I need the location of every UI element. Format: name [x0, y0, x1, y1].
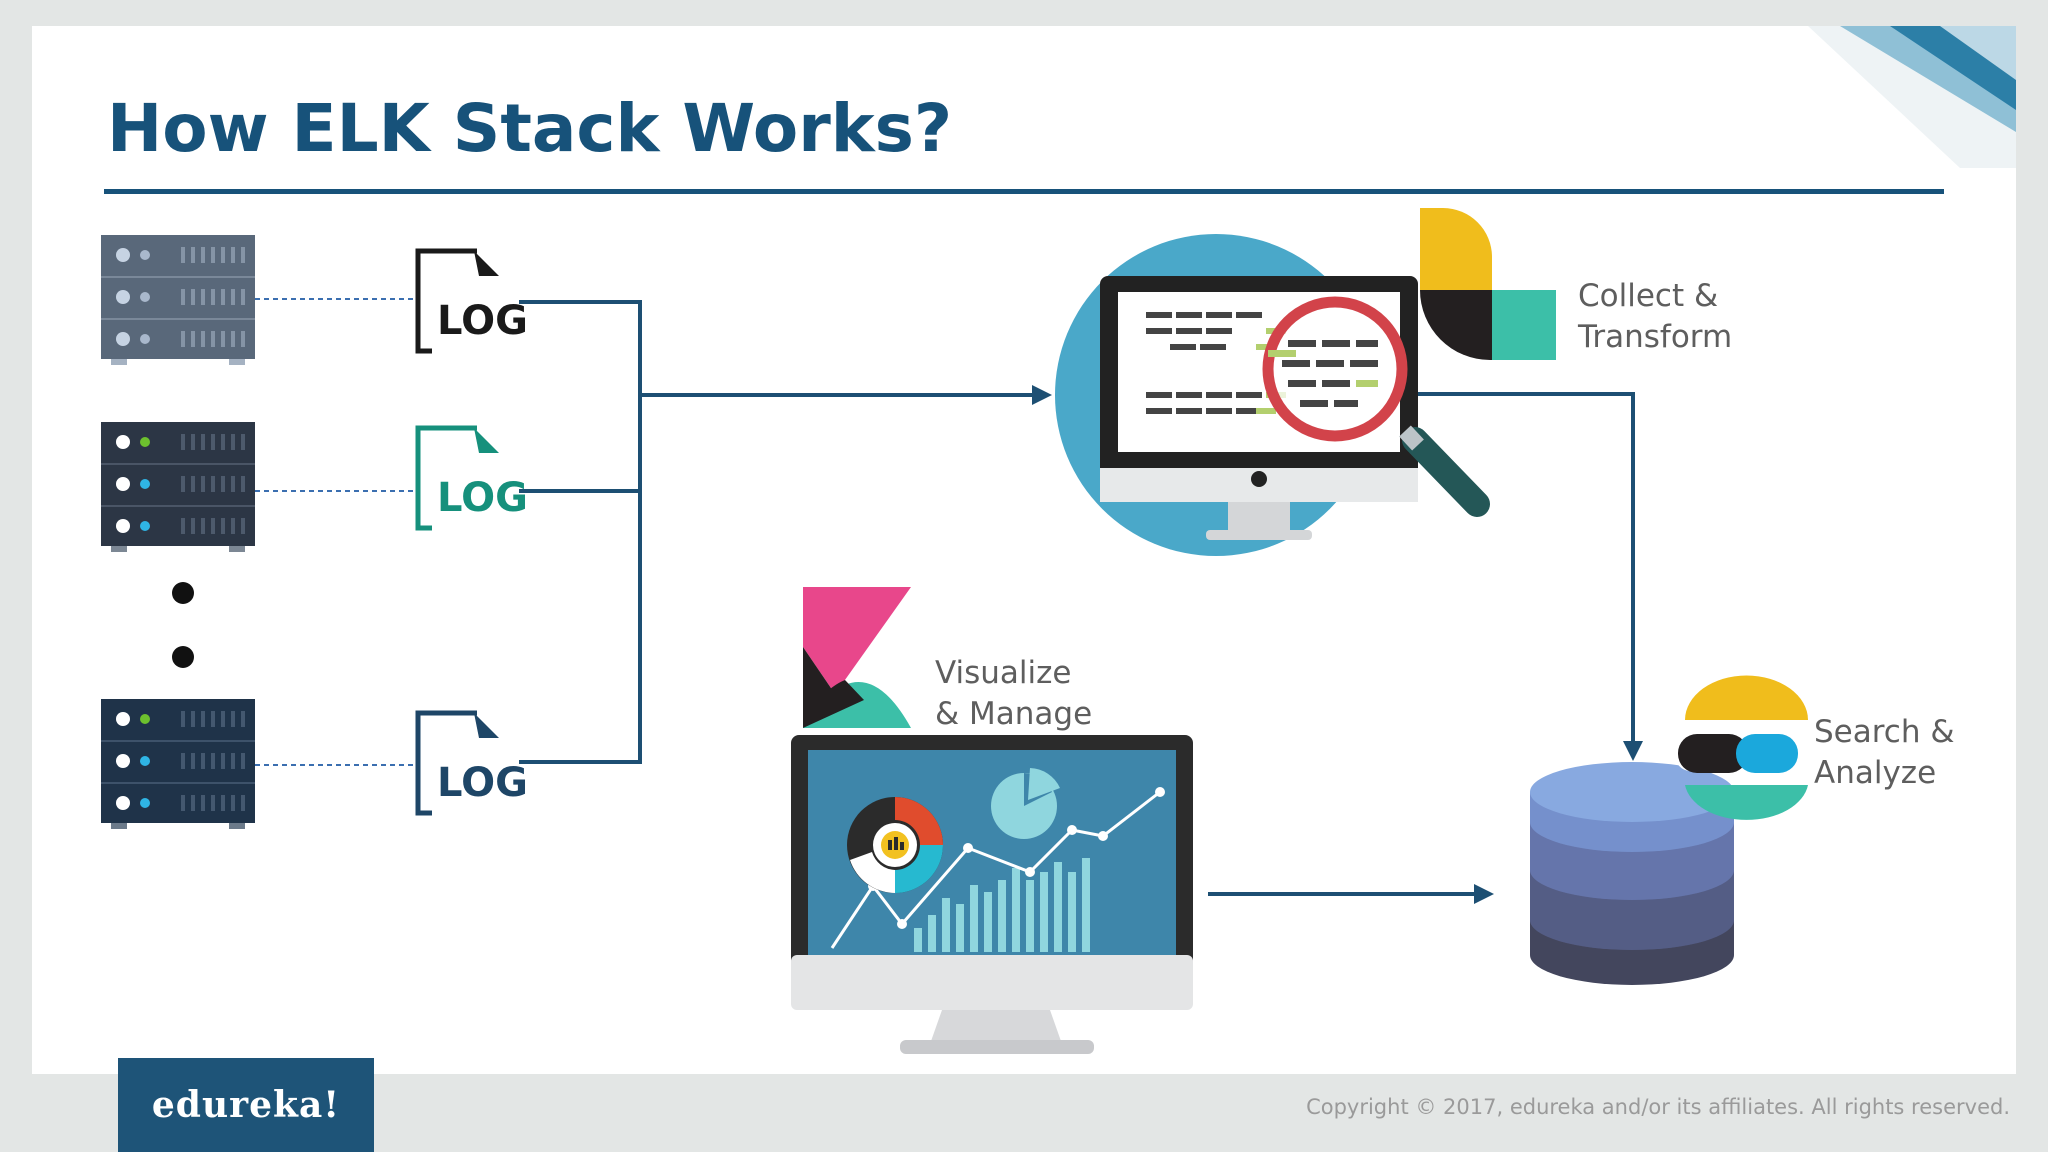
log-label: LOG	[437, 475, 528, 521]
server-2-icon	[101, 422, 255, 552]
search-label-line-1: Search &	[1814, 714, 1955, 750]
logstash-logo	[1420, 208, 1556, 360]
log-file-icon-black: LOG	[415, 248, 528, 354]
search-label-line-2: Analyze	[1814, 755, 1937, 791]
kibana-logo	[803, 587, 911, 728]
log-label: LOG	[437, 760, 528, 806]
visualize-manage-label: Visualize & Manage	[935, 653, 1092, 735]
collect-transform-label: Collect & Transform	[1578, 276, 1732, 358]
log-file-icon-green: LOG	[415, 425, 528, 531]
corner-decoration	[1808, 26, 2016, 168]
elasticsearch-database-icon	[1530, 762, 1734, 985]
page-title: How ELK Stack Works?	[107, 90, 953, 167]
brand-logo-box: edureka!	[118, 1058, 374, 1152]
log-label: LOG	[437, 298, 528, 344]
ellipsis-dot	[172, 582, 194, 604]
elasticsearch-logo	[1674, 675, 1808, 820]
collect-label-line-2: Transform	[1578, 319, 1733, 355]
arrow-to-elasticsearch	[1418, 392, 1643, 761]
collect-label-line-1: Collect &	[1578, 278, 1719, 314]
copyright-notice: Copyright © 2017, edureka and/or its aff…	[1306, 1095, 2010, 1119]
log-file-icon-navy: LOG	[415, 710, 528, 816]
ellipsis-dot	[172, 646, 194, 668]
server-3-icon	[101, 699, 255, 829]
search-analyze-label: Search & Analyze	[1814, 712, 1955, 794]
visualize-label-line-2: & Manage	[935, 696, 1093, 732]
kibana-dashboard-monitor-icon	[791, 735, 1193, 1054]
server-1-icon	[101, 235, 255, 365]
brand-logo-text: edureka!	[151, 1084, 341, 1126]
visualize-label-line-1: Visualize	[935, 655, 1072, 691]
logstash-monitor-icon	[1055, 234, 1490, 556]
log-aggregation-connector	[519, 300, 642, 764]
title-rule	[104, 189, 1944, 194]
